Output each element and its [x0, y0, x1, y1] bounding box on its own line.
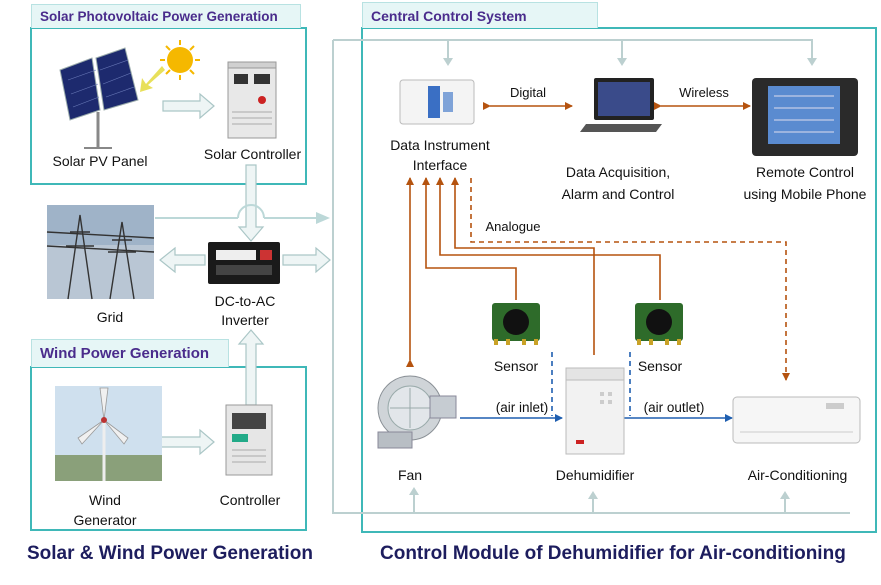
- inverter-to-grid-arrow: [159, 246, 206, 274]
- inverter-to-central-arrow: [282, 246, 331, 274]
- sensor-left-label: Sensor: [493, 358, 539, 374]
- wind-power-section-title: Wind Power Generation: [31, 339, 229, 367]
- grid-label: Grid: [96, 309, 124, 325]
- wireless-link-label: Wireless: [679, 85, 729, 100]
- fan-label: Fan: [397, 467, 423, 483]
- data-instrument-label-line2: Interface: [412, 157, 468, 173]
- daq-label-line2: Alarm and Control: [561, 186, 675, 202]
- wind-generator-label-line1: Wind: [89, 492, 121, 508]
- solar-controller-label: Solar Controller: [203, 146, 302, 162]
- solar-pv-section-title: Solar Photovoltaic Power Generation: [31, 4, 301, 28]
- digital-link-label: Digital: [509, 85, 547, 100]
- mobile-phone-icon: [752, 78, 858, 156]
- grid-pylon-icon: [46, 205, 155, 300]
- air-outlet-label: (air outlet): [643, 400, 705, 415]
- daq-label-line1: Data Acquisition,: [565, 164, 671, 180]
- dehumidifier-icon: [565, 367, 625, 455]
- inverter-label-line1: DC-to-AC: [214, 293, 276, 309]
- data-instrument-label-line1: Data Instrument: [390, 137, 490, 153]
- data-instrument-interface-icon: [399, 79, 475, 125]
- wind-generator-icon: [55, 386, 162, 481]
- inverter-label-line2: Inverter: [221, 312, 269, 328]
- sensor-right-icon: [635, 303, 683, 345]
- right-caption: Control Module of Dehumidifier for Air-c…: [380, 543, 846, 564]
- sensor-right-label: Sensor: [637, 358, 683, 374]
- analogue-link-label: Analogue: [485, 219, 541, 234]
- sensor-left-icon: [492, 303, 540, 345]
- dehumidifier-label: Dehumidifier: [555, 467, 635, 483]
- air-inlet-label: (air inlet): [495, 400, 549, 415]
- solarctrl-to-inverter-arrow: [237, 164, 265, 242]
- solar-pv-panel-label: Solar PV Panel: [52, 153, 148, 169]
- wind-generator-label-line2: Generator: [73, 512, 137, 528]
- controller-label: Controller: [219, 492, 281, 508]
- left-caption: Solar & Wind Power Generation: [27, 543, 313, 564]
- laptop-icon: [580, 78, 662, 132]
- inverter-icon: [208, 242, 280, 284]
- remote-control-label-line1: Remote Control: [755, 164, 855, 180]
- solar-controller-icon: [227, 61, 277, 139]
- wind-controller-icon: [225, 404, 273, 476]
- solar-pv-panel-icon: [59, 47, 139, 149]
- windctrl-to-inverter-arrow: [237, 329, 265, 406]
- remote-control-label-line2: using Mobile Phone: [743, 186, 867, 202]
- air-conditioning-label: Air-Conditioning: [747, 467, 848, 483]
- central-control-section-title: Central Control System: [362, 2, 598, 28]
- fan-blower-icon: [377, 375, 457, 449]
- air-conditioner-icon: [732, 396, 861, 444]
- sun-icon: [140, 40, 200, 92]
- pv-to-controller-arrow: [162, 92, 215, 120]
